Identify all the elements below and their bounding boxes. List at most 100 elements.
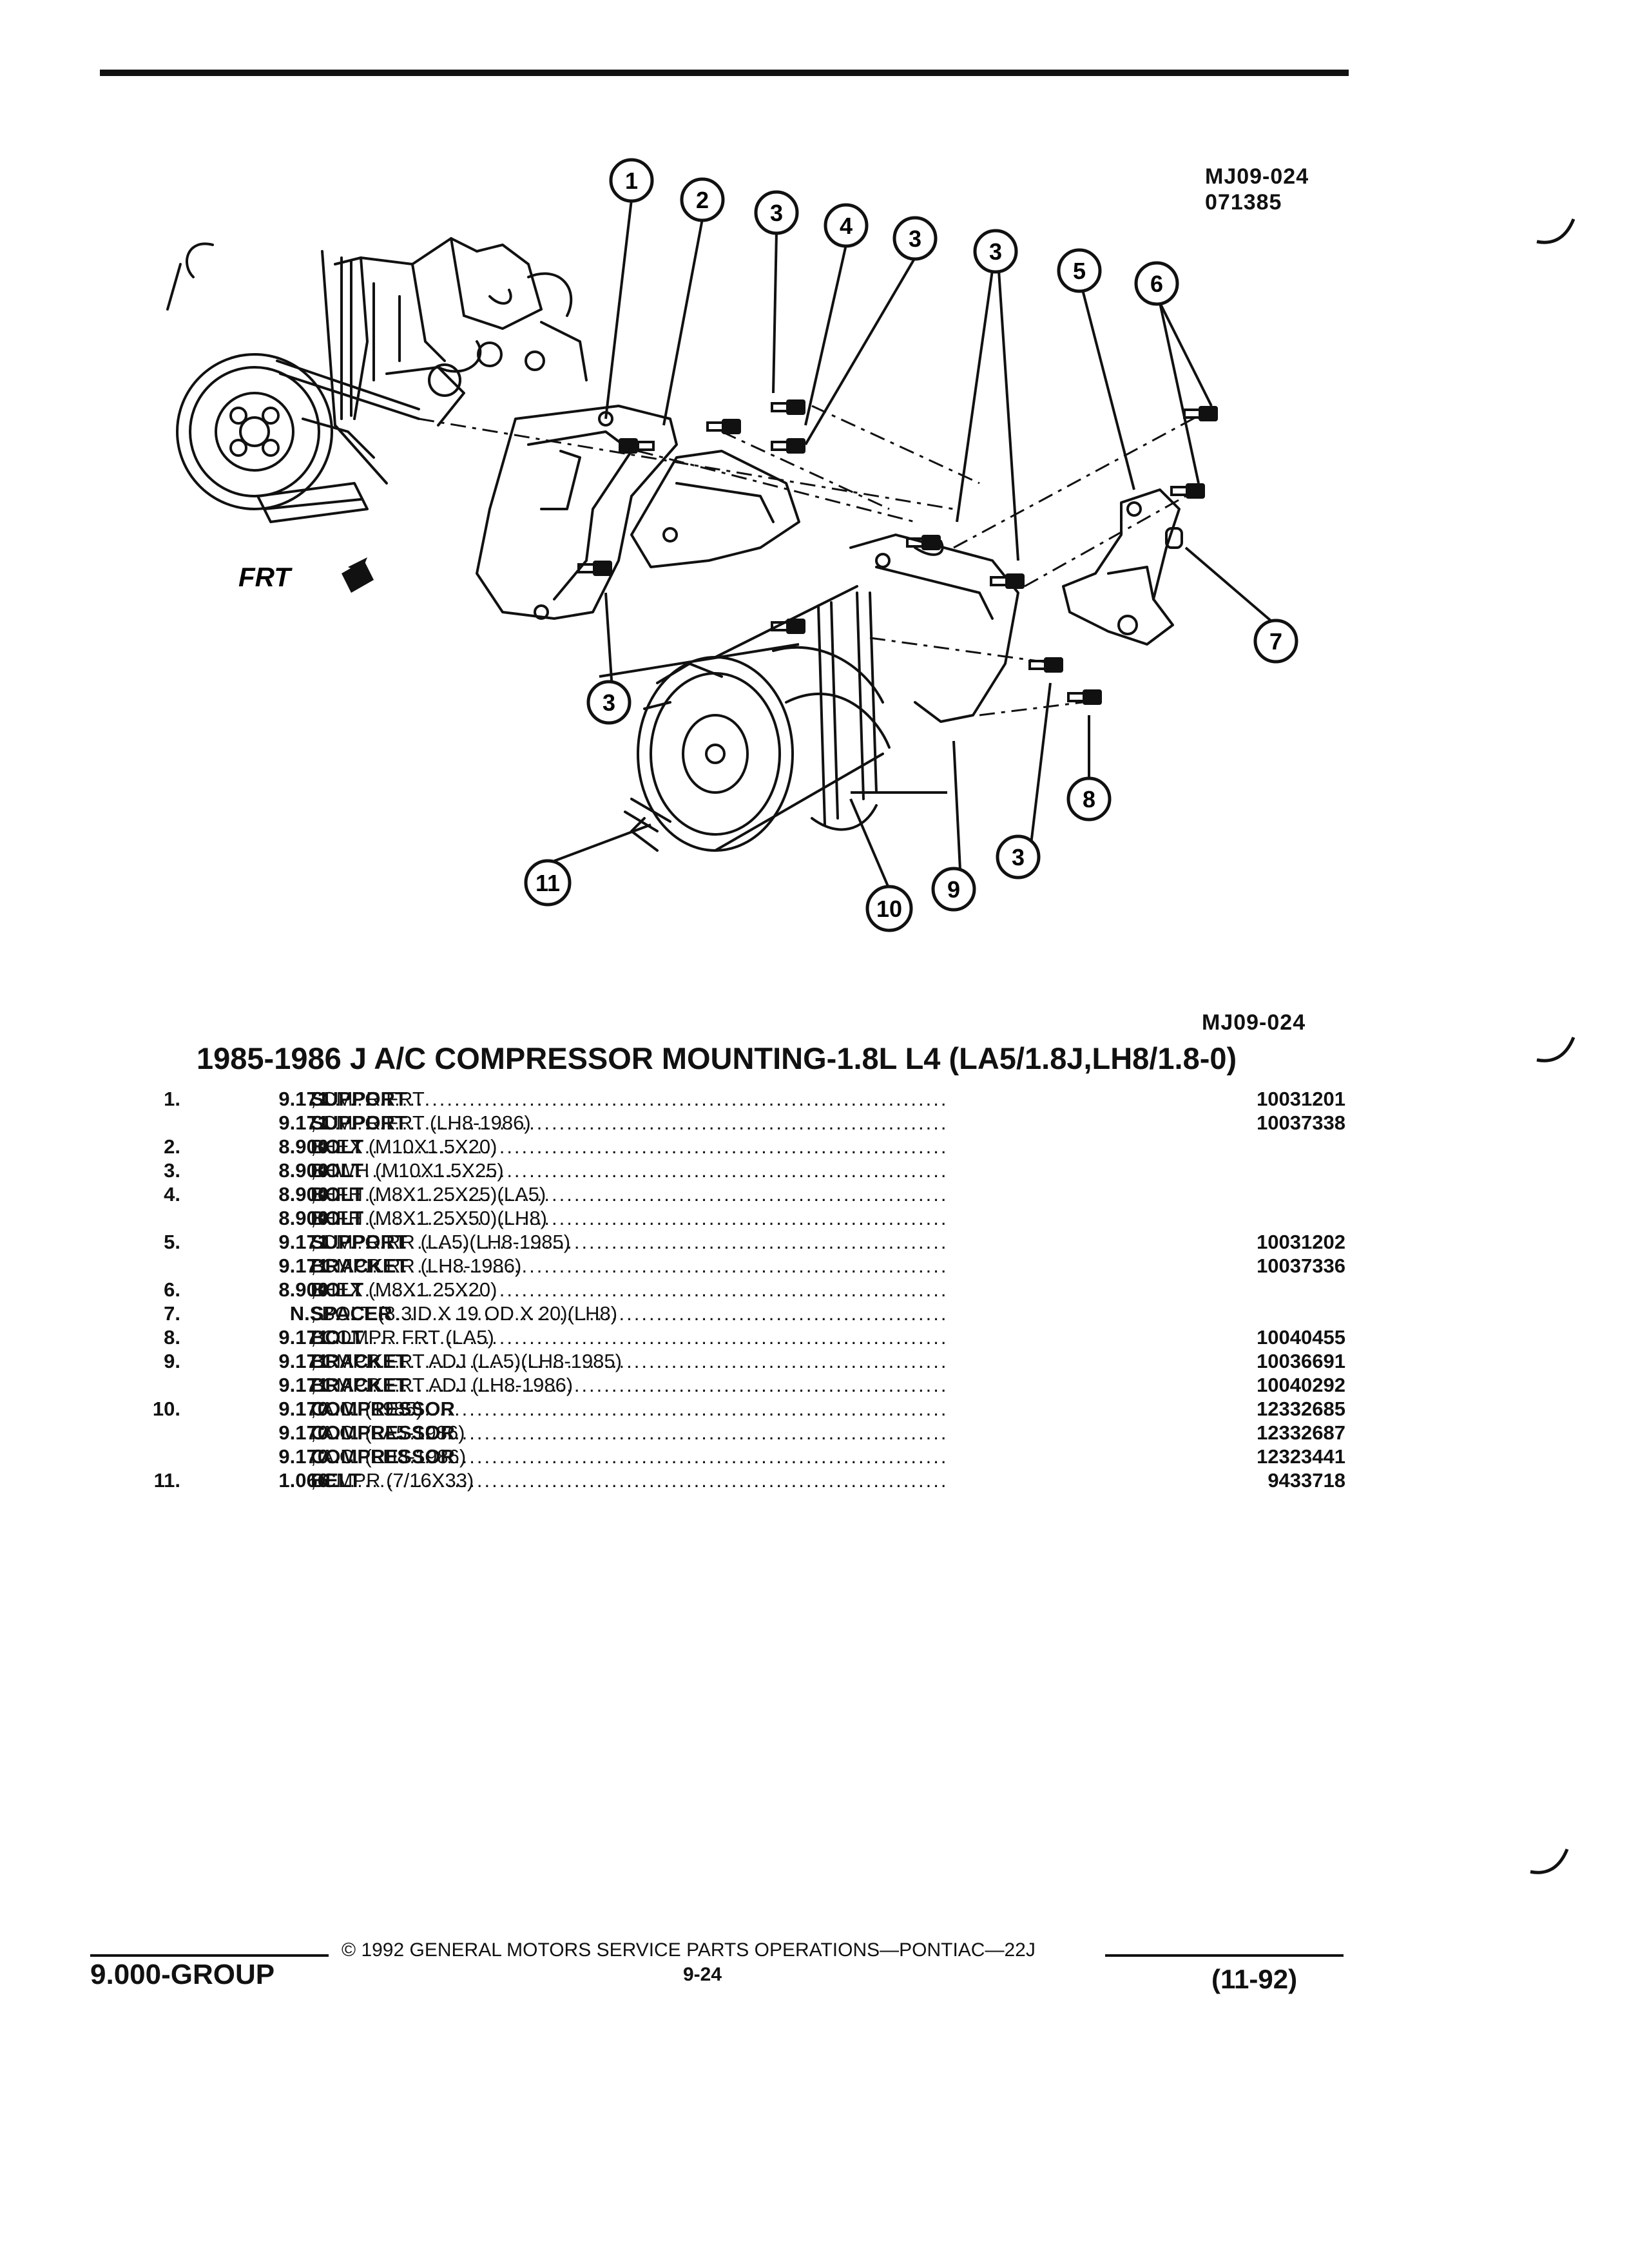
binder-mark-1: [1536, 218, 1576, 244]
part-name-bold: SUPPORT: [311, 1111, 407, 1134]
item-number: 9.: [164, 1350, 180, 1372]
footer-copyright: © 1992 GENERAL MOTORS SERVICE PARTS OPER…: [342, 1939, 1036, 1961]
item-number: 6.: [164, 1278, 180, 1301]
part-number: 10031202: [1257, 1231, 1345, 1253]
group-number: 1.066: [278, 1469, 329, 1492]
group-number: 9.171: [278, 1374, 329, 1396]
item-number: 4.: [164, 1183, 180, 1206]
drive-belt: [624, 798, 671, 832]
callout-3c: 3: [973, 229, 1018, 274]
group-number: 9.171: [278, 1111, 329, 1134]
part-description: , A.C. (LH8-1986): [311, 1445, 467, 1468]
callout-3b: 3: [892, 216, 938, 261]
part-description: , HFH (M8X1.25X50)(LH8): [311, 1207, 547, 1229]
part-number: 10031201: [1257, 1088, 1345, 1110]
leader-dots: ........................................…: [320, 1326, 949, 1349]
group-number: 8.900: [278, 1159, 329, 1182]
leader-dots: ........................................…: [320, 1111, 949, 1134]
part-description: , CMPR FRT (LH8-1986): [311, 1111, 531, 1134]
part-number: 12332685: [1257, 1398, 1345, 1420]
part-description: , HFH (M8X1.25X25)(LA5): [311, 1183, 546, 1206]
svg-text:3: 3: [770, 200, 783, 226]
leader-dots: ........................................…: [320, 1254, 949, 1277]
part-description: , A.C. (LA5-1986): [311, 1421, 465, 1444]
part-description: , HEX (M10X1.5X20): [311, 1135, 497, 1158]
part-description: , HWH (M10X1.5X25): [311, 1159, 504, 1182]
bolts: [577, 399, 1218, 705]
svg-text:3: 3: [1012, 844, 1025, 870]
callout-11: 11: [524, 859, 572, 907]
part-name-bold: COMPRESSOR: [311, 1398, 455, 1420]
part-description: , CMPR RR (LH8-1986): [311, 1254, 522, 1277]
part-name-bold: BELT: [311, 1469, 361, 1492]
svg-text:5: 5: [1073, 258, 1086, 284]
group-number: N.S.: [289, 1302, 329, 1325]
page-title: 1985-1986 J A/C COMPRESSOR MOUNTING-1.8L…: [197, 1041, 1237, 1075]
part-number: 10037338: [1257, 1111, 1345, 1134]
group-number: 8.900: [278, 1135, 329, 1158]
callout-8: 8: [1066, 776, 1112, 822]
svg-text:9: 9: [947, 876, 960, 903]
support-bracket-1: [476, 405, 678, 620]
front-label: FRT: [238, 562, 293, 592]
callout-6: 6: [1134, 261, 1179, 306]
item-number: 5.: [164, 1231, 180, 1253]
leader-dots: ........................................…: [320, 1278, 949, 1301]
group-number: 9.171: [278, 1350, 329, 1372]
part-description: , CMPR RR (LA5)(LH8-1985): [311, 1231, 571, 1253]
svg-text:6: 6: [1150, 271, 1163, 297]
part-name-bold: BRACKET: [311, 1254, 409, 1277]
callout-3a: 3: [754, 190, 799, 235]
callout-2: 2: [680, 177, 725, 222]
group-number: 8.900: [278, 1183, 329, 1206]
compressor-bracket: [849, 533, 1019, 723]
svg-text:8: 8: [1083, 786, 1095, 812]
binder-mark-3: [1530, 1849, 1569, 1874]
part-name-bold: BOLT: [311, 1159, 364, 1182]
svg-text:4: 4: [840, 213, 853, 239]
group-number: 9.170: [278, 1445, 329, 1468]
binder-mark-2: [1536, 1037, 1576, 1062]
front-direction-marker: [342, 557, 374, 593]
group-number: 8.900: [278, 1278, 329, 1301]
group-number: 9.171: [278, 1088, 329, 1110]
rear-support-bracket: [1062, 488, 1181, 646]
top-rule: [100, 70, 1349, 76]
part-description: , HEX (M8X1.25X20): [311, 1278, 497, 1301]
footer-group: 9.000-GROUP: [90, 1959, 275, 1990]
svg-text:3: 3: [909, 226, 921, 252]
part-description: , A.C. (1985): [311, 1398, 423, 1420]
footer-rule-right: [1105, 1954, 1344, 1957]
svg-text:10: 10: [876, 896, 902, 922]
leader-dots: ........................................…: [320, 1398, 949, 1420]
part-description: , COMPR FRT (LA5): [311, 1326, 494, 1349]
crank-pulley: [176, 353, 420, 510]
caption-code: MJ09-024: [1202, 1010, 1306, 1035]
svg-text:3: 3: [602, 689, 615, 716]
part-description: , CMPR FRT ADJ (LH8-1986): [311, 1374, 574, 1396]
figure-date: 071385: [1205, 190, 1282, 215]
item-number: 11.: [153, 1469, 180, 1492]
footer-page-number: 9-24: [683, 1964, 722, 1985]
part-name-bold: SPACER: [311, 1302, 392, 1325]
part-description: , CMPR FRT ADJ (LA5)(LH8-1985): [311, 1350, 622, 1372]
leader-dots: ........................................…: [320, 1374, 949, 1396]
item-number: 8.: [164, 1326, 180, 1349]
leader-dots: ........................................…: [320, 1183, 949, 1206]
part-description: , BOLT (8.3ID X 19 OD X 20)(LH8): [311, 1302, 618, 1325]
part-description: , CMPR FRT: [311, 1088, 425, 1110]
group-number: 9.171: [278, 1231, 329, 1253]
footer-rule-left: [90, 1954, 329, 1957]
group-number: 9.171: [278, 1326, 329, 1349]
leader-dots: ........................................…: [320, 1302, 949, 1325]
leader-dots: ........................................…: [320, 1159, 949, 1182]
